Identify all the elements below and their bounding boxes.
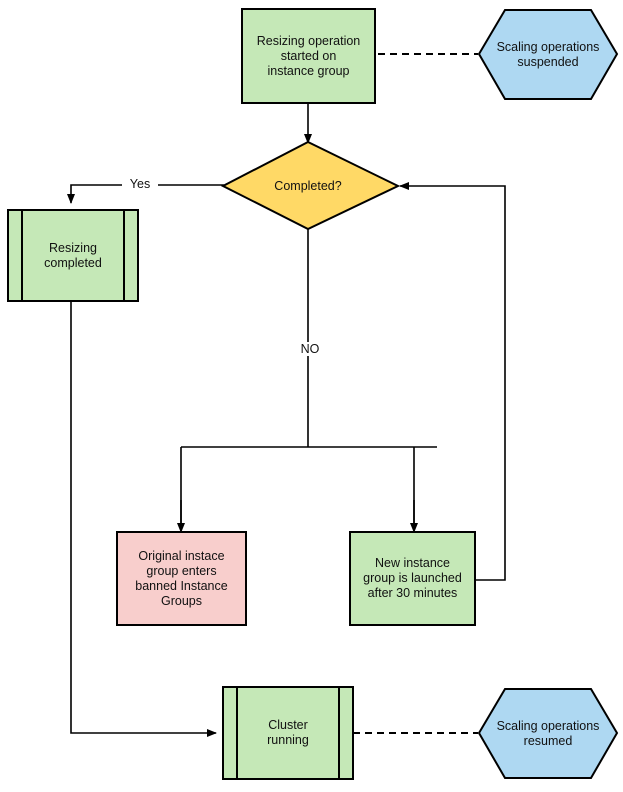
node-resizing-started[interactable] bbox=[241, 8, 376, 104]
connector-yes-to-resizing-completed bbox=[67, 184, 224, 204]
connector-new-group-retry-loop bbox=[399, 182, 506, 581]
edge-label-yes: Yes bbox=[122, 177, 158, 191]
node-resizing-completed[interactable] bbox=[7, 209, 139, 302]
connector-resizing-completed-to-cluster bbox=[70, 301, 217, 737]
node-scaling-resumed[interactable] bbox=[477, 688, 619, 779]
node-original-group-banned[interactable] bbox=[116, 531, 247, 626]
edge-label-no: NO bbox=[292, 342, 328, 356]
connector-no-split bbox=[180, 228, 437, 527]
node-new-group-launched[interactable] bbox=[349, 531, 476, 626]
node-cluster-running[interactable] bbox=[222, 686, 354, 780]
node-scaling-suspended[interactable] bbox=[477, 9, 619, 100]
node-completed-decision[interactable] bbox=[220, 140, 401, 231]
